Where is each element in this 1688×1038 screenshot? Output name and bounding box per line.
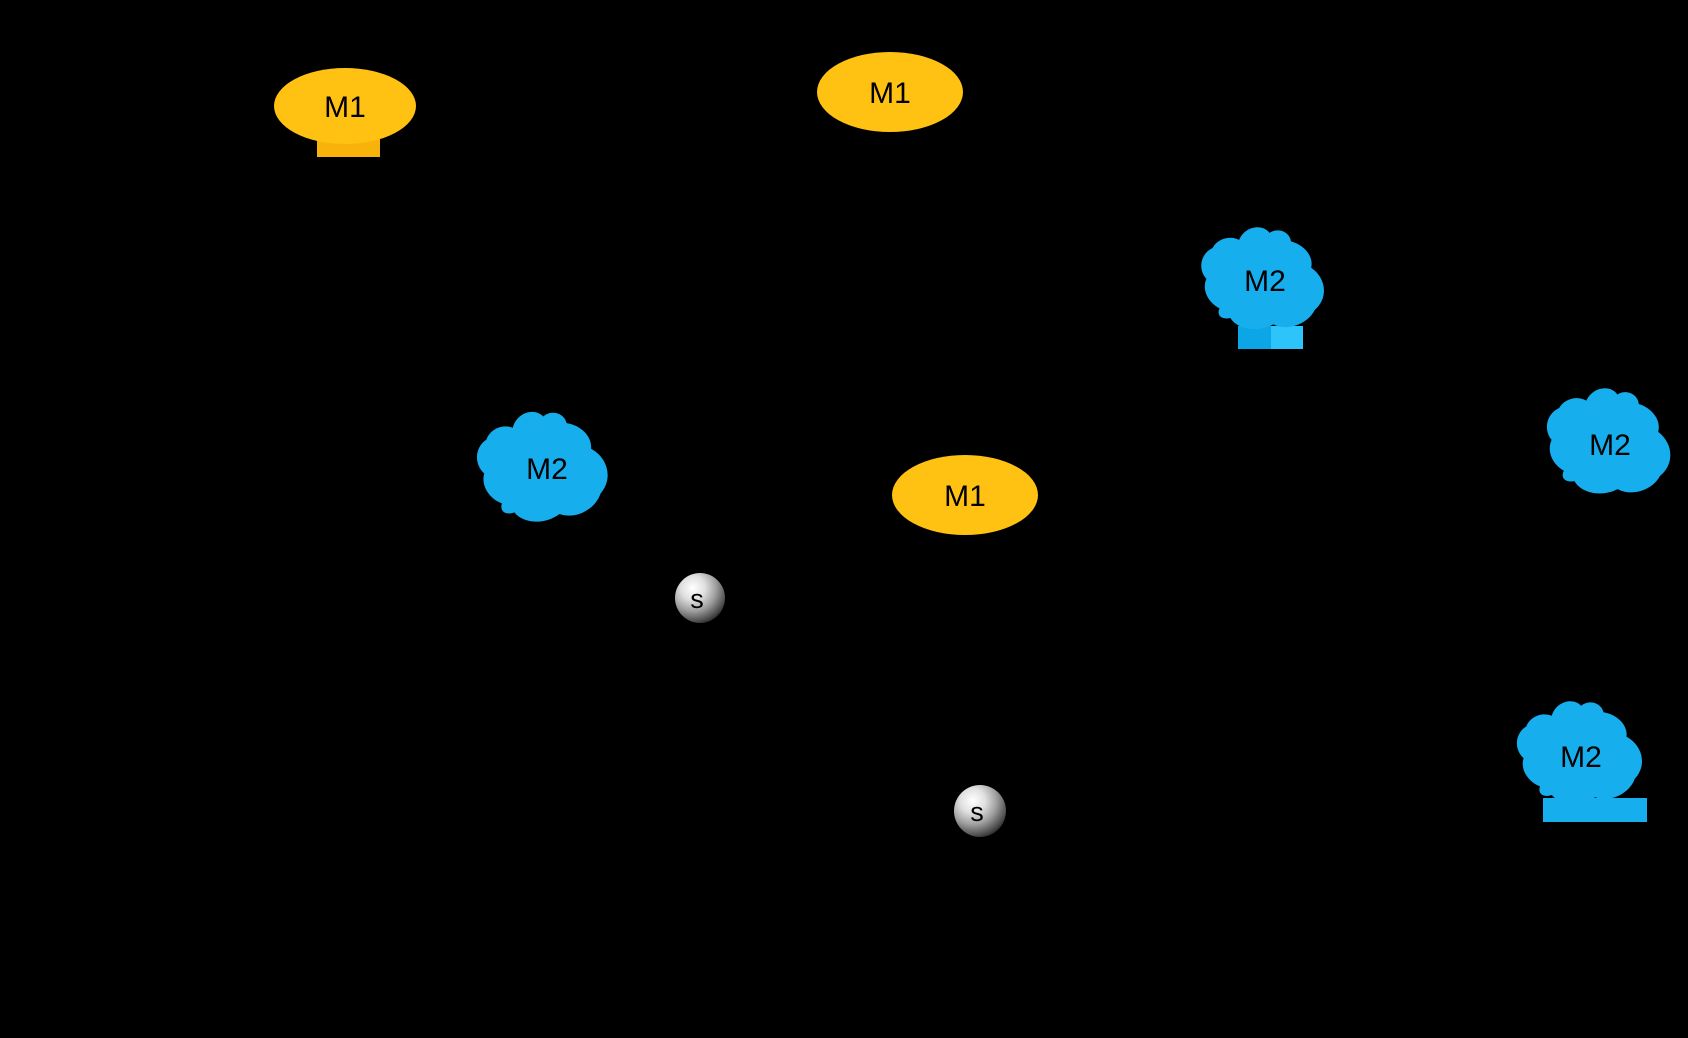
m2-upper-right-tab-light <box>1271 326 1303 349</box>
m2-upper-right-label: M2 <box>1244 265 1286 298</box>
m1-top-left-ellipse <box>274 68 416 144</box>
sphere-lower <box>954 785 1006 837</box>
m2-middle-left-label: M2 <box>526 453 568 486</box>
sphere-lower-label: s <box>970 797 984 827</box>
m1-top-center-label: M1 <box>869 77 911 110</box>
sphere-upper-label: s <box>690 584 704 614</box>
m2-lower-right-label: M2 <box>1560 741 1602 774</box>
sphere-upper <box>675 573 725 623</box>
m1-top-center-ellipse <box>817 52 963 132</box>
m1-middle-ellipse <box>892 455 1038 535</box>
m1-top-left-label: M1 <box>324 91 366 124</box>
m1-middle-label: M1 <box>944 480 986 513</box>
m2-upper-right-tab-dark <box>1238 326 1271 349</box>
m2-lower-right-base <box>1543 798 1647 822</box>
m2-right-label: M2 <box>1589 429 1631 462</box>
